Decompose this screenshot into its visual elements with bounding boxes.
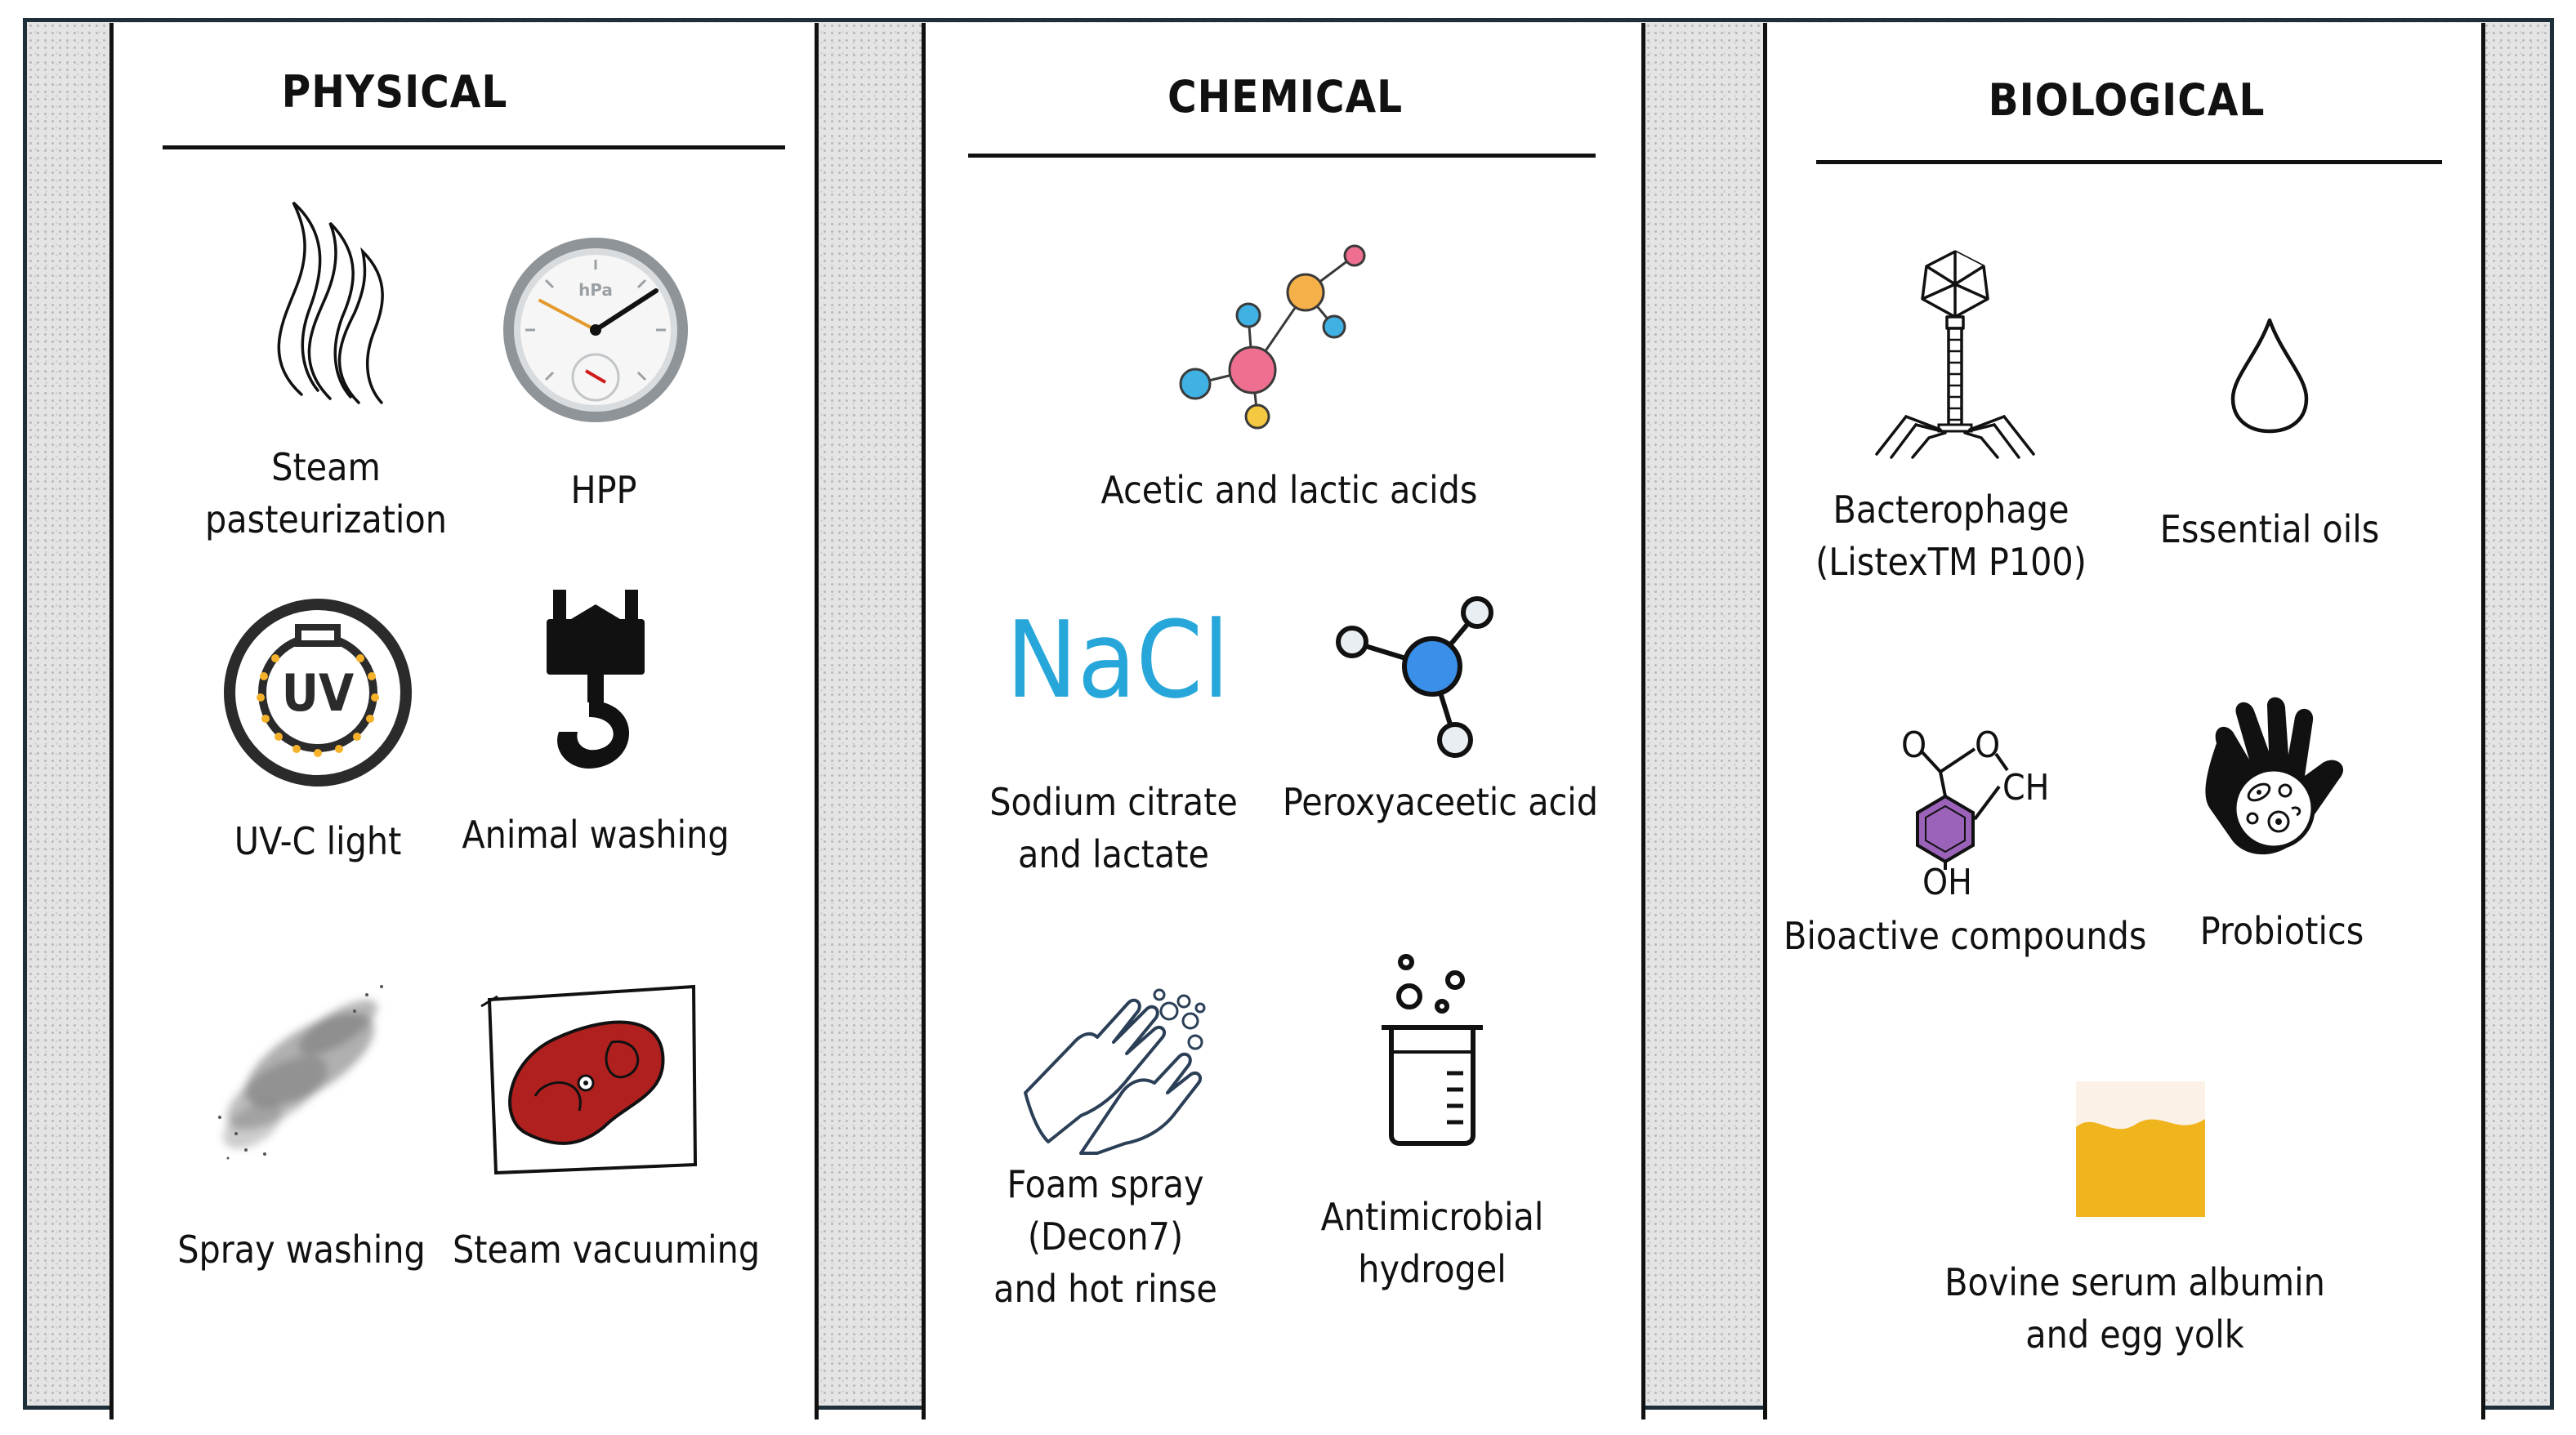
liquid-container-icon xyxy=(2076,1081,2205,1217)
uv-light-icon: UV xyxy=(224,599,412,787)
formula-ch: CH xyxy=(2002,767,2049,809)
bacteriophage-icon xyxy=(1875,250,2035,459)
peroxyacetic-label: Peroxyaceetic acid xyxy=(1282,780,1599,824)
essential-oils-label: Essential oils xyxy=(2159,507,2380,551)
meat-bag-icon xyxy=(480,984,698,1175)
steam-vacuuming-label: Steam vacuuming xyxy=(453,1228,761,1272)
bioactive-label: Bioactive compounds xyxy=(1784,914,2147,958)
spray-mist-icon xyxy=(218,985,383,1160)
gauge-unit-text: hPa xyxy=(578,280,613,300)
formula-oh: OH xyxy=(1922,862,1972,903)
chemical-structure-icon: O O CH OH xyxy=(1901,724,2049,903)
drop-icon xyxy=(2230,318,2309,434)
physical-title-rule xyxy=(163,145,785,149)
biological-title-rule xyxy=(1816,160,2442,164)
crane-hook-icon xyxy=(547,590,645,769)
animal-washing-label: Animal washing xyxy=(462,813,730,857)
chemical-title: CHEMICAL xyxy=(1167,71,1404,123)
nacl-icon: NaCl xyxy=(1006,598,1229,722)
bacteriophage-label-line1: Bacterophage xyxy=(1833,488,2069,532)
bacteriophage-label-line2: (ListexTM P100) xyxy=(1815,540,2087,584)
steam-icon xyxy=(277,201,384,404)
formula-o2: O xyxy=(1975,724,2000,766)
chemical-panel: CHEMICAL Acetic and lactic acids NaCl So… xyxy=(922,23,1645,1419)
hand-washing-icon xyxy=(1024,988,1206,1155)
probiotic-hand-icon xyxy=(2205,697,2344,855)
uv-icon-text: UV xyxy=(282,663,354,723)
foam-spray-label-line2: (Decon7) xyxy=(1027,1214,1184,1259)
nacl-text: NaCl xyxy=(1006,598,1229,722)
uv-label: UV-C light xyxy=(234,819,402,863)
physical-panel: PHYSICAL Steam pasteurization hPa HPP xyxy=(109,23,819,1419)
biological-title: BIOLOGICAL xyxy=(1988,74,2266,126)
sodium-citrate-label-line1: Sodium citrate xyxy=(989,780,1238,824)
chemical-title-rule xyxy=(968,154,1596,158)
pressure-gauge-icon: hPa xyxy=(503,238,688,422)
acetic-lactic-label: Acetic and lactic acids xyxy=(1100,468,1478,512)
steam-label-line1: Steam xyxy=(271,445,381,489)
biological-panel: BIOLOGICAL Bacterophage (ListexTM P100) … xyxy=(1763,23,2485,1419)
molecule-icon xyxy=(1179,244,1366,430)
physical-title: PHYSICAL xyxy=(281,66,508,118)
hpp-label: HPP xyxy=(570,468,637,512)
peroxy-molecule-icon xyxy=(1336,596,1493,758)
beaker-icon xyxy=(1382,954,1483,1146)
formula-o1: O xyxy=(1901,724,1926,766)
steam-label-line2: pasteurization xyxy=(205,497,447,541)
bovine-serum-label-line1: Bovine serum albumin xyxy=(1944,1260,2325,1304)
foam-spray-label-line3: and hot rinse xyxy=(993,1267,1217,1311)
spray-washing-label: Spray washing xyxy=(177,1228,426,1272)
sodium-citrate-label-line2: and lactate xyxy=(1018,832,1209,876)
bovine-serum-label-line2: and egg yolk xyxy=(2025,1312,2244,1357)
foam-spray-label-line1: Foam spray xyxy=(1007,1162,1204,1206)
antimicrobial-label-line2: hydrogel xyxy=(1358,1247,1507,1291)
probiotics-label: Probiotics xyxy=(2199,909,2364,953)
antimicrobial-label-line1: Antimicrobial xyxy=(1320,1195,1544,1239)
